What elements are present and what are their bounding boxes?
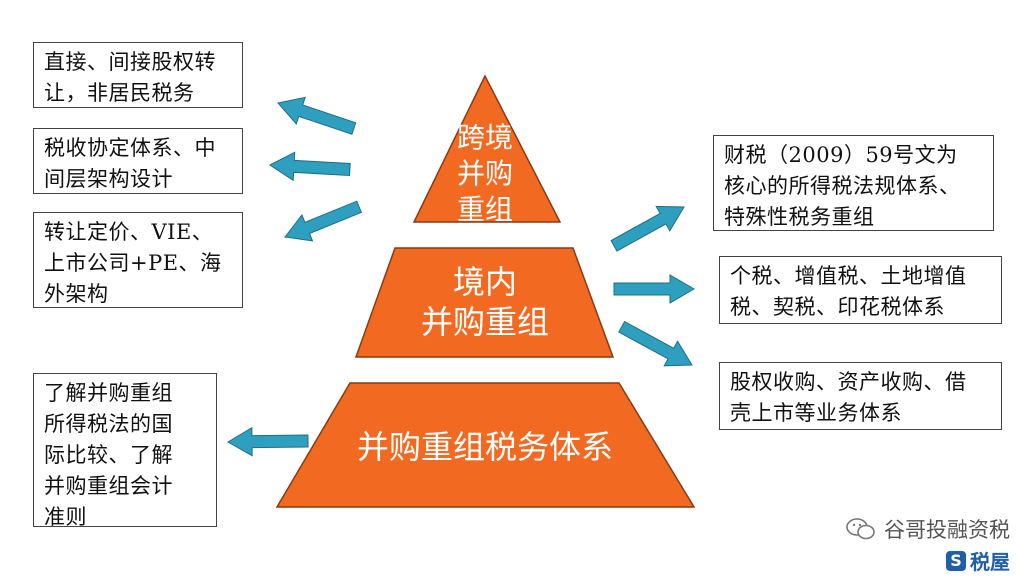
pyramid-top-label-line: 跨境 [456, 121, 513, 154]
pyramid-top-label-line: 并购 [456, 157, 513, 190]
box-text-line: 财税（2009）59号文为 [724, 143, 958, 167]
box-text-line: 壳上市等业务体系 [730, 401, 902, 425]
left-box-international-comparison: 了解并购重组 所得税法的国 际比较、了解 并购重组会计 准则 [33, 373, 217, 529]
box-text-line: 际比较、了解 [44, 443, 173, 467]
arrow-to-right-box-2 [613, 274, 695, 304]
box-text-line: 上市公司+PE、海 [44, 251, 222, 275]
pyramid-middle-tier [354, 247, 615, 358]
box-text-line: 转让定价、VIE、 [44, 220, 214, 244]
pyramid-top-label-line: 重组 [456, 193, 513, 226]
watermark-brand-name: 税屋 [970, 550, 1010, 574]
right-box-business-system: 股权收购、资产收购、借 壳上市等业务体系 [719, 362, 1002, 430]
pyramid-middle-label: 境内 并购重组 [390, 262, 580, 342]
pyramid-top-label: 跨境 并购 重组 [430, 120, 540, 228]
right-box-income-tax-regulations: 财税（2009）59号文为 核心的所得税法规体系、 特殊性税务重组 [713, 135, 994, 231]
watermark-row-account: 谷哥投融资税 [846, 514, 1010, 544]
box-text-line: 个税、增值税、土地增值 [730, 264, 967, 288]
box-text-line: 外架构 [44, 282, 109, 306]
box-text-line: 间层架构设计 [44, 167, 173, 191]
pyramid-top-tier [412, 74, 562, 223]
box-text-line: 特殊性税务重组 [724, 205, 875, 229]
arrow-to-left-box-4 [227, 426, 309, 457]
left-box-transfer-pricing: 转让定价、VIE、 上市公司+PE、海 外架构 [33, 212, 243, 308]
arrow-to-left-box-2 [269, 151, 351, 182]
shuiwu-logo-icon: S [946, 550, 966, 571]
pyramid-bottom-label-line: 并购重组税务体系 [356, 428, 613, 466]
pyramid-bottom-tier [275, 382, 696, 508]
pyramid-middle-label-line: 境内 [452, 263, 517, 301]
watermark: 谷哥投融资税 S 税屋 [846, 514, 1010, 575]
pyramid-bottom-label: 并购重组税务体系 [300, 427, 670, 467]
pyramid-middle-label-line: 并购重组 [420, 303, 549, 341]
arrow-to-right-box-3 [618, 320, 693, 367]
box-text-line: 税收协定体系、中 [44, 136, 216, 160]
arrow-to-left-box-3 [284, 200, 362, 242]
watermark-account-name: 谷哥投融资税 [884, 518, 1010, 542]
box-text-line: 核心的所得税法规体系、 [724, 174, 961, 198]
box-text-line: 直接、间接股权转 [44, 50, 216, 74]
box-text-line: 让，非居民税务 [44, 81, 195, 105]
box-text-line: 了解并购重组 [44, 381, 173, 405]
arrow-to-left-box-1 [277, 96, 357, 135]
box-text-line: 所得税法的国 [44, 412, 173, 436]
arrow-to-right-box-1 [610, 205, 685, 252]
box-text-line: 股权收购、资产收购、借 [730, 370, 967, 394]
box-text-line: 并购重组会计 [44, 474, 173, 498]
box-text-line: 税、契税、印花税体系 [730, 295, 945, 319]
left-box-tax-treaty: 税收协定体系、中 间层架构设计 [33, 128, 243, 194]
right-box-other-taxes: 个税、增值税、土地增值 税、契税、印花税体系 [719, 256, 1002, 324]
left-box-cross-border-equity-transfer: 直接、间接股权转 让，非居民税务 [33, 42, 243, 108]
wechat-icon [846, 518, 875, 540]
watermark-row-brand: S 税屋 [846, 546, 1010, 575]
box-text-line: 准则 [44, 505, 87, 529]
